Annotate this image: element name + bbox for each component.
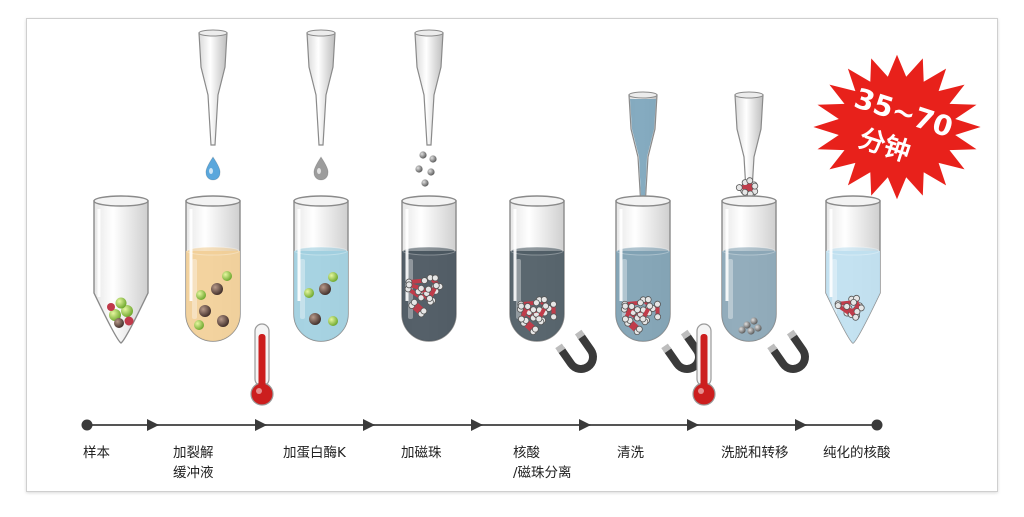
nucleic-acid-strand bbox=[426, 282, 440, 302]
timeline-arrow bbox=[579, 419, 591, 431]
proteinase-particle bbox=[309, 313, 321, 325]
proteinase-k-tube bbox=[293, 195, 349, 342]
magnet-icon bbox=[555, 329, 597, 373]
proteinase-particle bbox=[304, 288, 314, 298]
magnetic-bead bbox=[415, 165, 423, 173]
sample-particle bbox=[115, 297, 127, 309]
step-label-sample: 样本 bbox=[83, 443, 110, 463]
step-label-elute: 洗脱和转移 bbox=[721, 443, 789, 463]
nucleic-acid-strand bbox=[639, 302, 654, 323]
pipette-icon bbox=[414, 29, 444, 146]
timeline-arrow bbox=[147, 419, 159, 431]
step-label-line: 样本 bbox=[83, 445, 110, 461]
magnetic-bead bbox=[421, 179, 429, 187]
timeline-arrow bbox=[687, 419, 699, 431]
lysis-particle bbox=[196, 290, 206, 300]
step-label-wash: 清洗 bbox=[617, 443, 644, 463]
wash-tube bbox=[615, 195, 671, 342]
timeline-arrow bbox=[255, 419, 267, 431]
thermometer-icon bbox=[250, 323, 274, 406]
sample-particle bbox=[107, 303, 115, 311]
magnetic-bead bbox=[750, 317, 758, 325]
sample-particle bbox=[124, 316, 134, 326]
sample-particle bbox=[121, 305, 133, 317]
nucleic-acid-strand bbox=[621, 303, 636, 323]
lysis-particle bbox=[194, 320, 204, 330]
pipette-icon bbox=[198, 29, 228, 146]
nucleic-acid-strand bbox=[843, 303, 860, 321]
sample-particle bbox=[114, 318, 124, 328]
proteinase-droplet-icon bbox=[313, 156, 329, 181]
timeline-arrow bbox=[795, 419, 807, 431]
nucleic-acid-strand bbox=[517, 303, 532, 323]
lysis-particle bbox=[211, 283, 223, 295]
nucleic-acid-strand bbox=[405, 281, 425, 292]
step-label-lysis: 加裂解缓冲液 bbox=[173, 443, 214, 483]
lysis-tube bbox=[185, 195, 241, 342]
timeline-end-dot bbox=[871, 419, 883, 431]
step-label-line: 缓冲液 bbox=[173, 465, 214, 481]
magnetic-bead bbox=[743, 321, 751, 329]
step-label-line: 清洗 bbox=[617, 445, 644, 461]
nucleic-acid-strand bbox=[535, 302, 550, 323]
magnetic-bead bbox=[747, 327, 755, 335]
proteinase-particle bbox=[328, 316, 338, 326]
step-label-line: 加磁珠 bbox=[401, 445, 442, 461]
nucleic-acid-strand bbox=[550, 300, 558, 321]
magnetic-bead bbox=[429, 155, 437, 163]
pipette-icon bbox=[306, 29, 336, 146]
step-label-separate: 核酸/磁珠分离 bbox=[513, 443, 572, 483]
step-label-line: 核酸 bbox=[513, 445, 540, 461]
nucleic-acid-strand bbox=[404, 285, 425, 302]
elution-tube bbox=[721, 195, 777, 342]
nucleic-acid-strand bbox=[654, 300, 662, 321]
proteinase-particle bbox=[328, 272, 338, 282]
step-label-line: 加蛋白酶K bbox=[283, 445, 346, 461]
step-label-proteinase-k: 加蛋白酶K bbox=[283, 443, 346, 463]
lysis-particle bbox=[222, 271, 232, 281]
step-label-line: 纯化的核酸 bbox=[823, 445, 891, 461]
lysis-particle bbox=[217, 315, 229, 327]
lysis-droplet-icon bbox=[205, 156, 221, 181]
nucleic-acid-strand bbox=[735, 182, 759, 191]
thermometer-icon bbox=[692, 323, 716, 406]
step-label-line: /磁珠分离 bbox=[513, 465, 572, 481]
magnetic-bead bbox=[427, 168, 435, 176]
step-label-line: 加裂解 bbox=[173, 445, 214, 461]
pipette-icon bbox=[628, 91, 658, 208]
step-label-add-beads: 加磁珠 bbox=[401, 443, 442, 463]
nucleic-acid-strand bbox=[410, 298, 428, 315]
step-label-purified: 纯化的核酸 bbox=[823, 443, 891, 463]
starburst-shape bbox=[813, 54, 981, 200]
timeline-start-dot bbox=[81, 419, 93, 431]
magnetic-bead bbox=[419, 151, 427, 159]
lysis-particle bbox=[199, 305, 211, 317]
timeline-arrow bbox=[471, 419, 483, 431]
proteinase-particle bbox=[319, 283, 331, 295]
step-label-line: 洗脱和转移 bbox=[721, 445, 789, 461]
sample-particle bbox=[109, 309, 121, 321]
magnet-icon bbox=[767, 329, 809, 373]
magnet-icon bbox=[661, 329, 703, 373]
magnetic-bead bbox=[754, 324, 762, 332]
timeline-arrow bbox=[363, 419, 375, 431]
magnetic-bead bbox=[738, 326, 746, 334]
